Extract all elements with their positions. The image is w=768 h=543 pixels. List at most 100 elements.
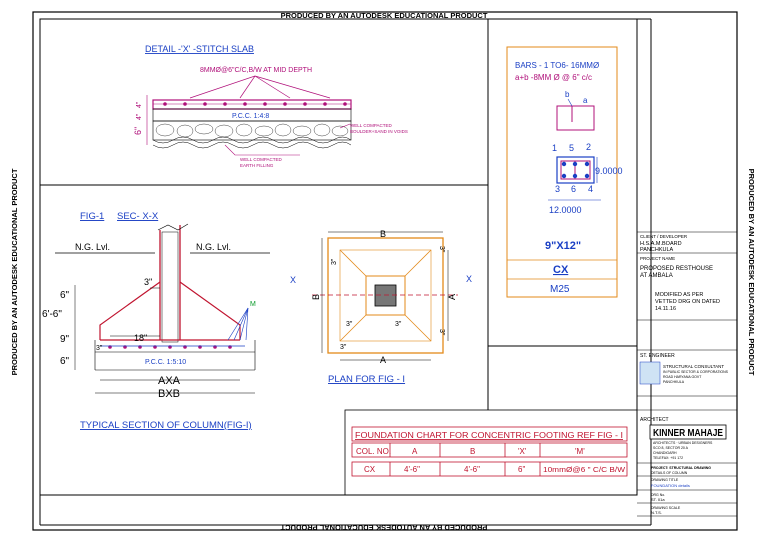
- plan-dim-3-4: 3": [438, 246, 445, 253]
- tb-client-label: CLIENT / DEVELOPER: [640, 234, 688, 239]
- column-label-a: a: [583, 96, 588, 105]
- detail-rebar-note: 8MMØ@6"C/C,B/W AT MID DEPTH: [200, 67, 312, 74]
- fig1-ngl-right: N.G. Lvl.: [196, 242, 231, 252]
- watermark-bottom: PRODUCED BY AN AUTODESK EDUCATIONAL PROD…: [280, 523, 487, 532]
- tb-engineer-1: STRUCTURAL CONSULTANT: [663, 364, 724, 369]
- detail-dim-6: 6": [133, 127, 143, 135]
- detail-dim-4b: 4": [136, 101, 143, 108]
- chart-header-m: 'M': [575, 447, 585, 456]
- tb-architect-logo: KINNER MAHAJE: [653, 428, 723, 439]
- column-label-b: b: [565, 90, 570, 99]
- tb-project-drawing-1: PROJECT: STRUCTURAL DRAWING: [651, 466, 711, 470]
- plan-dim-3-6: 3": [331, 258, 338, 265]
- plan-a-right: A: [447, 294, 457, 300]
- tb-client-1: H.S.A.M.BOARD: [640, 241, 682, 247]
- chart-header-b: B: [470, 447, 475, 456]
- chart-cell-m: 10mmØ@6 " C/C B/W: [543, 467, 625, 474]
- tb-engineer-label: ST. ENGINEER: [640, 353, 675, 359]
- column-height-dim: 9.0000: [595, 166, 623, 176]
- fig1-sec: SEC- X-X: [117, 211, 159, 222]
- title-block: CLIENT / DEVELOPER H.S.A.M.BOARD PANCHKU…: [637, 231, 737, 517]
- column-bars-line2: a+b -8MM Ø @ 6" c/c: [515, 73, 592, 82]
- tb-engineer-4: PANCHKULA: [663, 380, 685, 384]
- plan-dim-3-5: 3": [438, 329, 445, 336]
- tb-modified-2: VETTED DRG ON DATED: [655, 299, 720, 305]
- tb-architect-3: CHANDIGARH: [653, 451, 677, 455]
- column-name: CX: [553, 264, 569, 276]
- tb-drawing-title: FOUNDATION details: [651, 483, 690, 488]
- outer-border: [32, 11, 738, 531]
- tb-architect-4: TELEFAX: +91 172: [653, 456, 683, 460]
- plan-dim-3-3: 3": [340, 344, 347, 351]
- chart-header-a: A: [412, 447, 418, 456]
- fig1-dim-6b: 6'-6": [42, 309, 62, 320]
- tb-client-2: PANCHKULA: [640, 247, 674, 253]
- chart-cell-col: CX: [364, 465, 376, 474]
- fig1-caption: TYPICAL SECTION OF COLUMN(FIG-I): [80, 420, 252, 431]
- plan-caption: PLAN FOR FIG - I: [328, 374, 405, 385]
- fig1-section: FIG-1 SEC- X-X N.G. Lvl. N.G. Lvl. P.C.C…: [42, 211, 270, 431]
- fig1-dim-18: 18": [134, 333, 147, 343]
- column-bar-6: 6: [571, 184, 576, 194]
- fig1-bxb: BXB: [158, 388, 180, 400]
- column-bar-3: 3: [555, 184, 560, 194]
- column-grade: M25: [550, 284, 570, 295]
- detail-dim-4a: 4": [136, 113, 143, 120]
- detail-earth-note-1: WELL COMPACTED: [240, 157, 283, 162]
- column-size: 9"X12": [545, 240, 581, 252]
- tb-architect-2: SCO 8, SECTOR 20 A: [653, 446, 689, 450]
- chart-cell-b: 4'-6": [464, 465, 480, 474]
- chart-cell-a: 4'-6": [404, 465, 420, 474]
- watermark-right: PRODUCED BY AN AUTODESK EDUCATIONAL PROD…: [747, 169, 756, 376]
- tb-project-label: PROJECT NAME: [640, 256, 675, 261]
- tb-architect-label: ARCHITECT: [640, 417, 669, 423]
- tb-drawing-label: DRAWING TITLE: [651, 478, 679, 482]
- fig1-dim-9: 9": [60, 334, 70, 345]
- column-section: BARS - 1 TO6- 16MMØ a+b -8MM Ø @ 6" c/c …: [506, 46, 623, 298]
- tb-project-2: AT AMBALA: [640, 273, 673, 279]
- fig1-dim-6a: 6": [60, 290, 70, 301]
- tb-drg-label: DRG No.: [651, 493, 665, 497]
- tb-scale: N.T.S.: [651, 510, 662, 515]
- tb-project-1: PROPOSED RESTHOUSE: [640, 266, 713, 272]
- chart-cell-x: 6": [518, 465, 525, 474]
- fig1-axa: AXA: [158, 375, 181, 387]
- plan-dim-3-1: 3": [346, 321, 353, 328]
- plan-dim-3-2: 3": [395, 321, 402, 328]
- detail-title: DETAIL -'X' -STITCH SLAB: [145, 44, 254, 54]
- detail-boulder-note-2: BOULDER+SAND IN VOIDS: [350, 129, 408, 134]
- watermark-left: PRODUCED BY AN AUTODESK EDUCATIONAL PROD…: [10, 168, 19, 375]
- column-bar-1: 1: [552, 143, 557, 153]
- detail-boulder-note-1: WELL COMPACTED: [350, 123, 393, 128]
- fig1-dim-3b: 3": [96, 345, 103, 352]
- tb-modified-3: 14.11.16: [655, 306, 676, 312]
- fig1-dim-6c: 6": [60, 356, 70, 367]
- tb-scale-label: DRAWING SCALE: [651, 506, 681, 510]
- plan-fig1: X X B B A A 3" 3" 3" 3" 3" 3" PLAN FOR F…: [290, 229, 472, 385]
- chart-header-col: COL. NO.: [356, 447, 391, 456]
- fig1-m-label: M: [250, 301, 256, 308]
- plan-a-bottom: A: [380, 355, 386, 365]
- tb-engineer-2: IN PUBLIC SECTOR & CORPORATIONS: [663, 370, 729, 374]
- column-bar-2: 2: [586, 142, 591, 152]
- chart-header-x: 'X': [518, 447, 527, 456]
- plan-b-left: B: [311, 294, 321, 300]
- column-width-dim: 12.0000: [549, 205, 582, 215]
- tb-architect-1: ARCHITECTS · URBAN DESIGNERS: [653, 441, 713, 445]
- column-bars-line1: BARS - 1 TO6- 16MMØ: [515, 61, 599, 70]
- tb-engineer-3: ROAD HARYANA GOVT: [663, 375, 702, 379]
- watermark-top: PRODUCED BY AN AUTODESK EDUCATIONAL PROD…: [281, 11, 488, 20]
- detail-stitch-slab: DETAIL -'X' -STITCH SLAB 8MMØ@6"C/C,B/W …: [133, 44, 408, 168]
- chart-title: FOUNDATION CHART FOR CONCENTRIC FOOTING …: [355, 430, 623, 440]
- tb-drg-no: ST. 01a: [651, 497, 665, 502]
- foundation-chart: FOUNDATION CHART FOR CONCENTRIC FOOTING …: [344, 409, 638, 496]
- detail-pcc: P.C.C. 1:4:8: [232, 113, 269, 120]
- tb-project-drawing-2: DETAILS OF COLUMN: [651, 471, 688, 475]
- plan-x-left: X: [290, 275, 296, 285]
- plan-x-right: X: [466, 274, 472, 284]
- fig1-label: FIG-1: [80, 211, 104, 222]
- column-bar-4: 4: [588, 184, 593, 194]
- plan-b-top: B: [380, 229, 386, 239]
- fig1-pcc: P.C.C. 1:5:10: [145, 359, 186, 366]
